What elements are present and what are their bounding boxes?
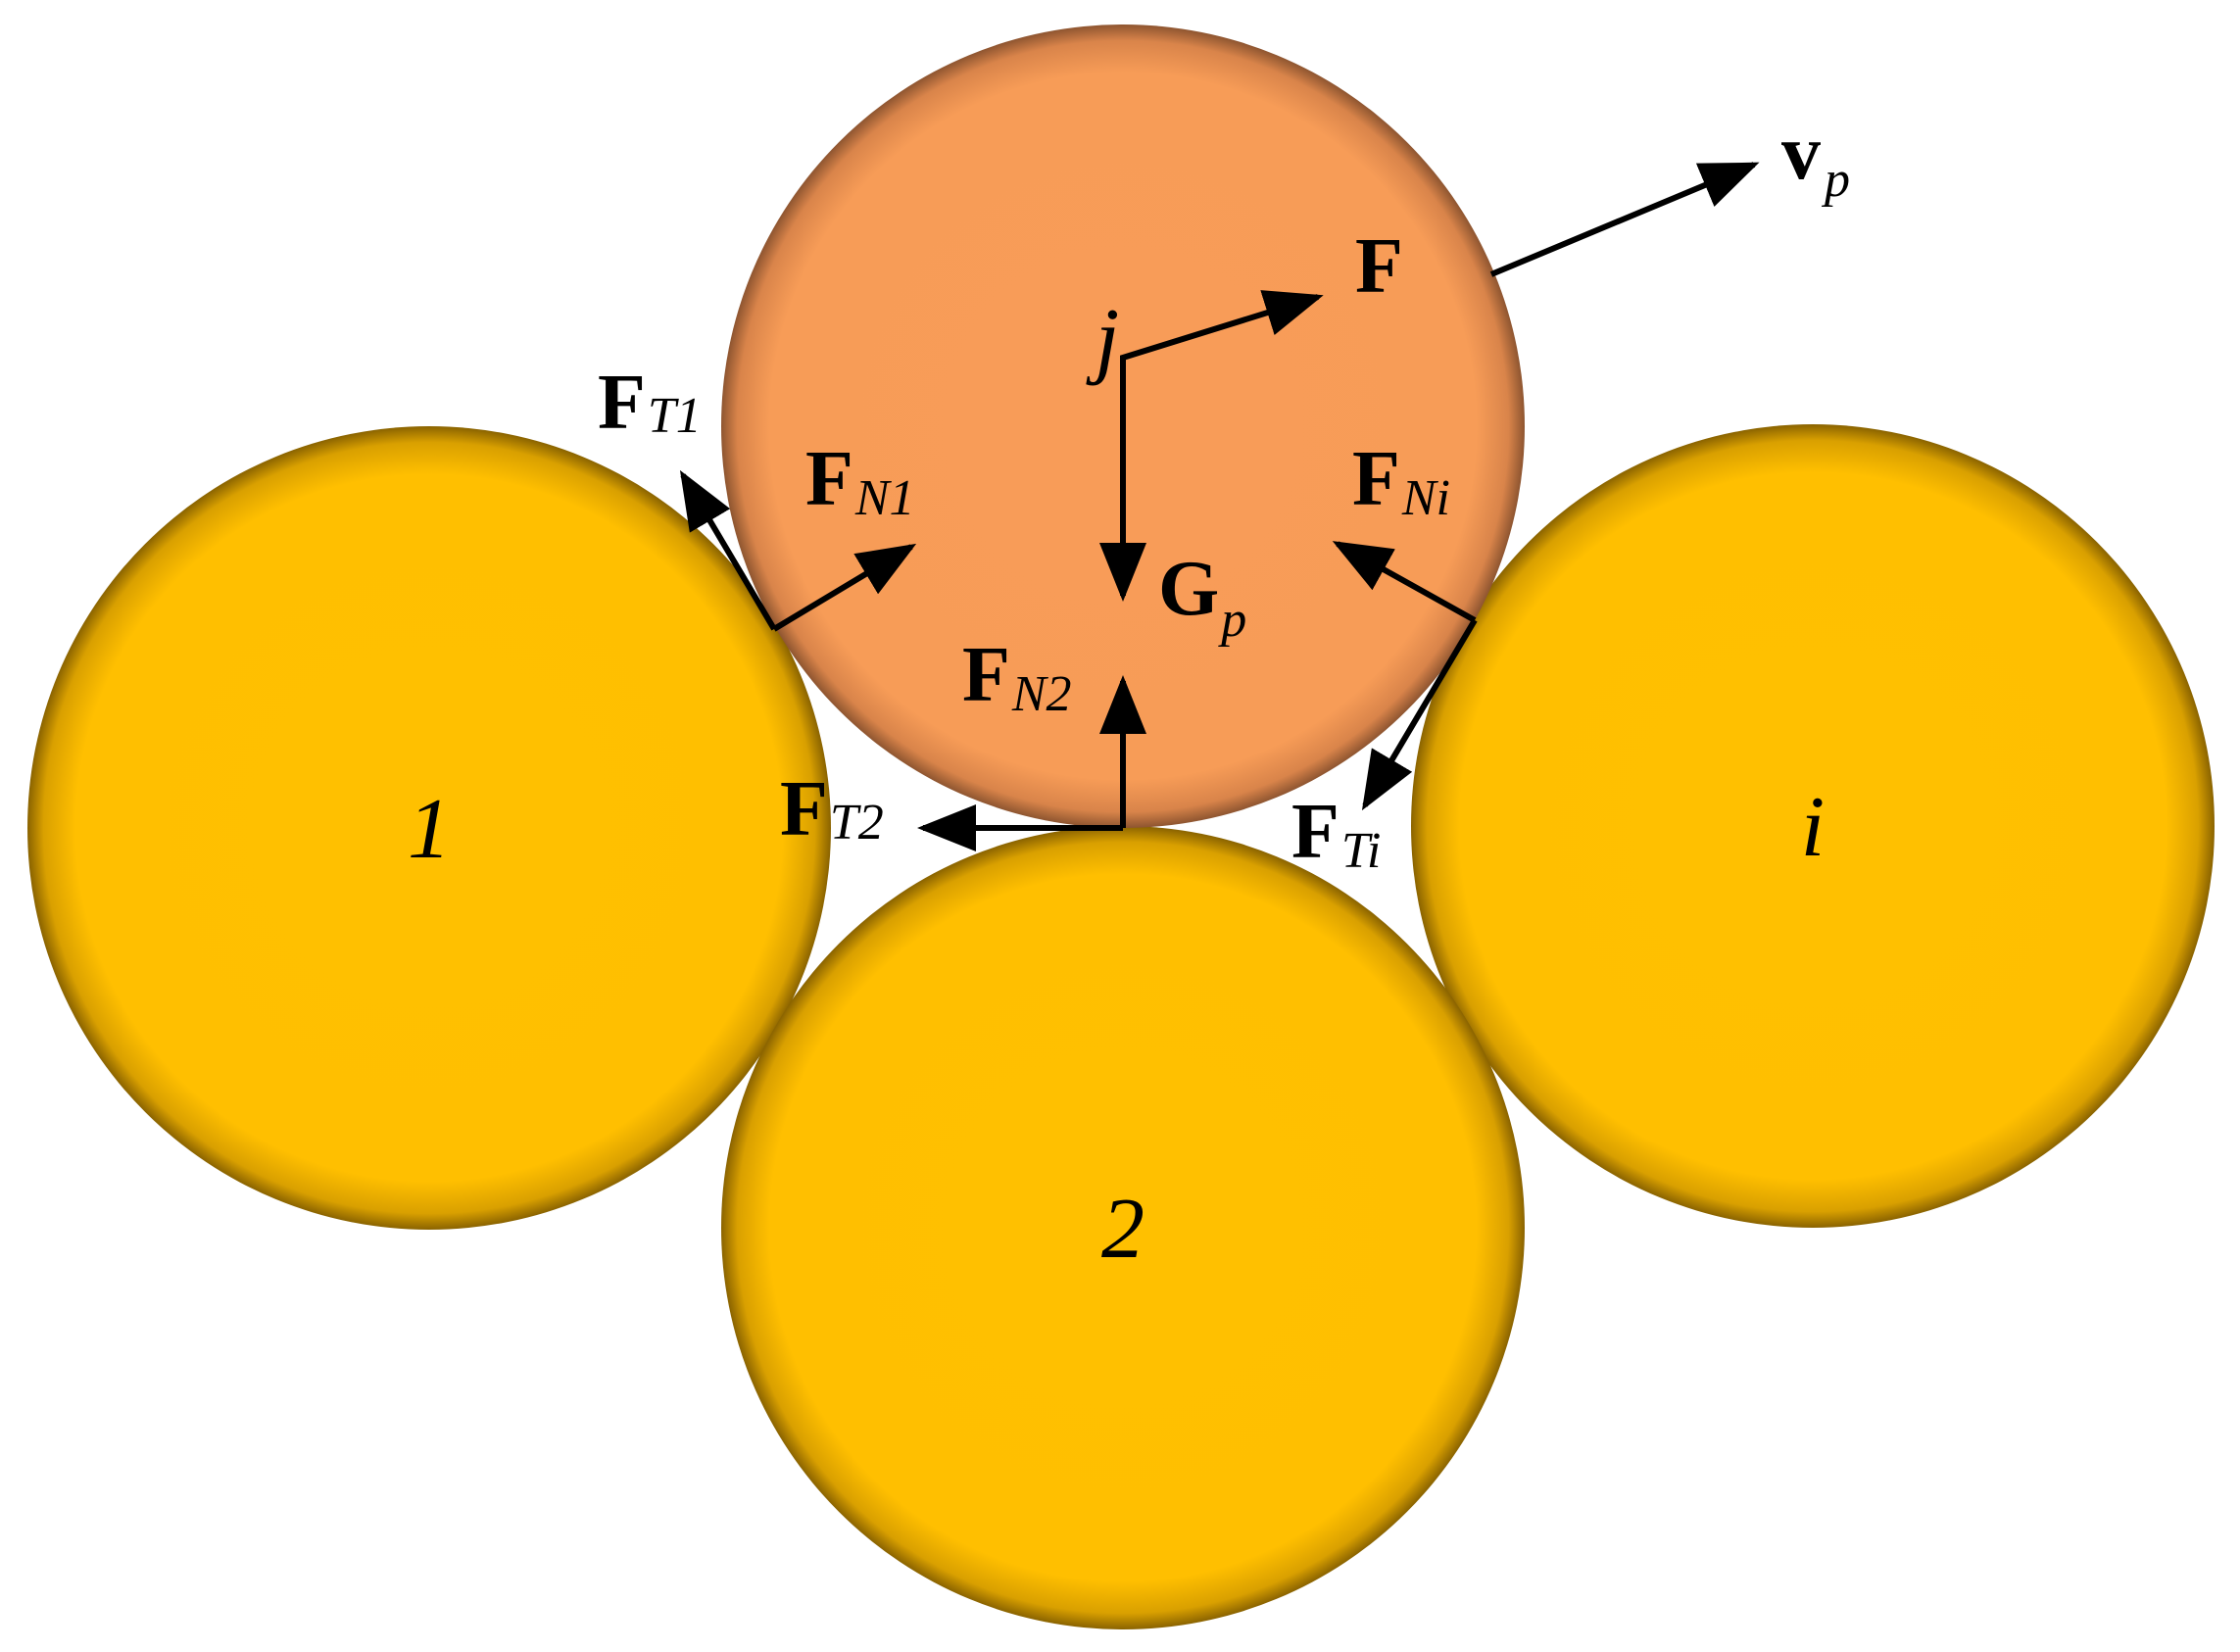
- particle-i: [1411, 424, 2215, 1228]
- gravity-label: Gp: [1158, 546, 1246, 648]
- tangential-force-1-arrow: [679, 469, 777, 631]
- force-Ni-label: FNi: [1352, 436, 1450, 526]
- force-N2-label: FN2: [962, 632, 1072, 722]
- particle-i-label: i: [1801, 780, 1825, 875]
- particle-1: [27, 426, 831, 1230]
- force-T1-label: FT1: [598, 360, 702, 446]
- force-F-arrow: [1120, 290, 1324, 426]
- tangential-force-i-arrow: [1361, 618, 1478, 811]
- particle-2: [721, 826, 1525, 1629]
- particle-2-label: 2: [1101, 1182, 1144, 1277]
- force-Ti-label: FTi: [1291, 789, 1381, 879]
- force-F-label: F: [1355, 223, 1403, 310]
- normal-force-i-arrow: [1332, 541, 1477, 623]
- normal-force-1-arrow: [772, 543, 917, 632]
- velocity-arrow: [1489, 162, 1760, 277]
- force-T2-label: FT2: [780, 766, 884, 852]
- particle-1-label: 1: [408, 782, 451, 877]
- velocity-label: vp: [1781, 110, 1850, 208]
- force-N1-label: FN1: [805, 436, 915, 526]
